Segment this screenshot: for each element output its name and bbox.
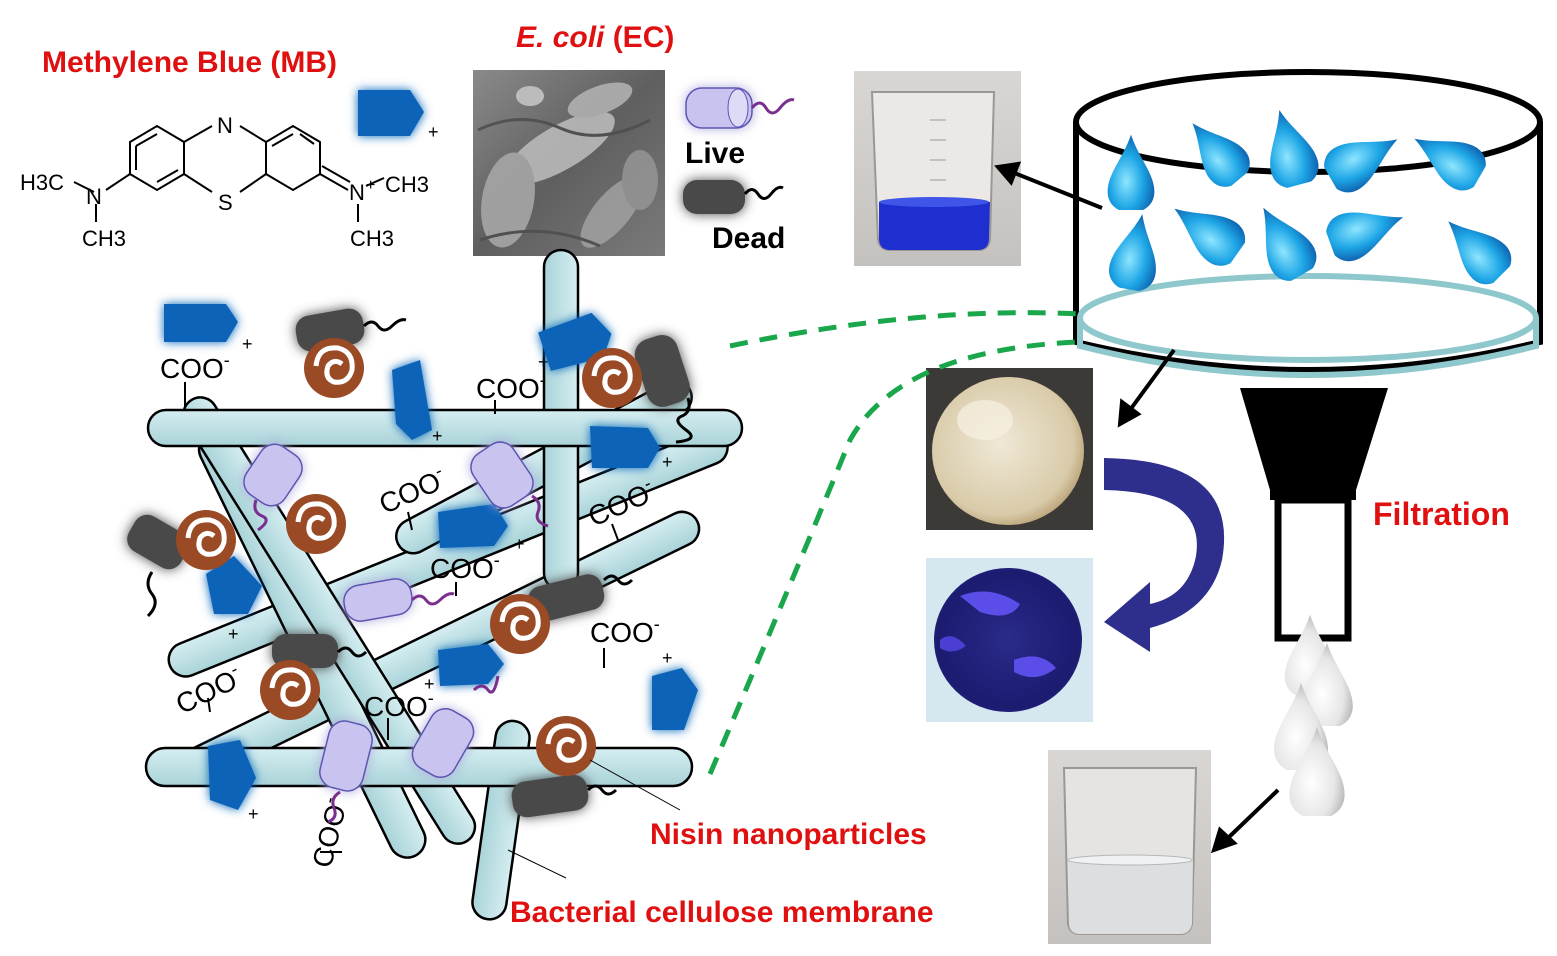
arrow-to-membrane bbox=[1128, 348, 1176, 412]
ecoli-italic-name: E. coli bbox=[516, 21, 605, 54]
ecoli-title: E. coli (EC) bbox=[516, 21, 674, 54]
dead-flagella bbox=[146, 318, 693, 796]
beaker-clear-filtrate-photo bbox=[1048, 750, 1211, 944]
mb-legend-charge: + bbox=[428, 122, 439, 142]
dead-bacterium bbox=[634, 335, 690, 407]
live-bacterium bbox=[470, 441, 534, 509]
mb-adsorbed-tokens bbox=[164, 304, 698, 810]
svg-text:COO-: COO- bbox=[476, 370, 546, 404]
carboxylate-group: COO- + bbox=[364, 674, 435, 740]
dead-flagellum bbox=[743, 185, 784, 200]
live-flagellum bbox=[750, 98, 795, 115]
mb-legend-token bbox=[358, 90, 424, 136]
svg-text:+: + bbox=[228, 624, 239, 644]
carboxylate-group: COO- + bbox=[430, 534, 525, 596]
nisin-nanoparticle bbox=[286, 494, 346, 554]
membrane-photo-before bbox=[926, 368, 1093, 530]
filter-membrane-ring bbox=[1077, 273, 1539, 378]
arrows bbox=[994, 161, 1280, 854]
carboxylate-group: COO- + bbox=[590, 614, 673, 668]
dead-bacteria bbox=[127, 308, 690, 818]
mb-token bbox=[438, 644, 504, 686]
zoom-connector-upper bbox=[729, 310, 1083, 349]
color-change-arrow bbox=[1104, 458, 1225, 652]
nisin-nanoparticle bbox=[260, 660, 320, 720]
carboxylate-groups: COO- + COO- + COO- + COO- + COO- + COO- … bbox=[160, 334, 673, 871]
carboxylate-group: COO- + bbox=[248, 795, 353, 871]
left-methyl-top: H3C bbox=[20, 170, 64, 195]
live-flagella bbox=[253, 494, 549, 824]
mb-token bbox=[392, 360, 432, 440]
svg-text:+: + bbox=[242, 334, 253, 354]
live-bacterium-legend bbox=[685, 87, 753, 129]
ecoli-abbreviation: (EC) bbox=[604, 21, 674, 54]
nisin-nanoparticle bbox=[490, 594, 550, 654]
live-bacterium bbox=[411, 708, 475, 778]
dead-bacterium bbox=[127, 514, 189, 570]
ring-sulfur: S bbox=[218, 190, 233, 215]
right-iminium-charge: + bbox=[366, 177, 375, 194]
svg-text:+: + bbox=[662, 648, 673, 668]
right-methyl-top: CH3 bbox=[385, 172, 429, 197]
svg-text:COO-: COO- bbox=[364, 688, 434, 722]
dead-bacterium bbox=[272, 634, 338, 668]
dead-bacterium bbox=[511, 774, 589, 818]
zoom-connector-lower bbox=[707, 339, 1079, 775]
methylene-blue-title: Methylene Blue (MB) bbox=[42, 46, 337, 79]
live-bacterium bbox=[243, 443, 303, 507]
filtration-label: Filtration bbox=[1373, 496, 1510, 532]
svg-text:+: + bbox=[538, 352, 549, 372]
svg-text:+: + bbox=[248, 804, 259, 824]
dead-bacterium bbox=[527, 574, 605, 622]
svg-text:+: + bbox=[514, 534, 525, 554]
beaker-blue-filtrate-photo bbox=[854, 71, 1021, 266]
mb-token bbox=[652, 668, 698, 730]
live-label: Live bbox=[685, 137, 745, 170]
svg-text:+: + bbox=[424, 674, 435, 694]
mb-token bbox=[164, 304, 238, 342]
ecoli-sem-image bbox=[473, 70, 665, 256]
svg-text:COO-: COO- bbox=[430, 550, 500, 584]
label-leaders bbox=[507, 759, 681, 879]
carboxylate-group: COO- + bbox=[476, 352, 549, 414]
membrane-photo-after bbox=[926, 558, 1093, 722]
methylene-blue-structure bbox=[73, 124, 385, 222]
svg-text:COO-: COO- bbox=[303, 795, 353, 871]
dead-bacterium-legend bbox=[683, 180, 745, 214]
nisin-nanoparticle bbox=[176, 510, 236, 570]
zoom-connector-lines bbox=[707, 310, 1083, 775]
svg-text:+: + bbox=[662, 452, 673, 472]
dead-label: Dead bbox=[712, 222, 785, 255]
nisin-nanoparticle bbox=[304, 338, 364, 398]
mb-token bbox=[206, 556, 262, 614]
bacterial-cellulose-membrane-label: Bacterial cellulose membrane bbox=[510, 896, 934, 929]
arrow-to-blue-beaker bbox=[1011, 170, 1103, 210]
nisin-nanoparticles-label: Nisin nanoparticles bbox=[650, 818, 927, 851]
right-iminium-nitrogen: N bbox=[349, 180, 365, 205]
nisin-nanoparticles bbox=[176, 338, 642, 776]
right-methyl-bottom: CH3 bbox=[350, 226, 394, 251]
carboxylate-group: COO- + bbox=[160, 334, 253, 410]
mb-token bbox=[590, 426, 660, 468]
dead-bacterium bbox=[295, 308, 365, 352]
svg-text:COO-: COO- bbox=[590, 614, 660, 648]
nisin-nanoparticle bbox=[536, 716, 596, 776]
svg-text:+: + bbox=[432, 426, 443, 446]
live-bacterium bbox=[319, 720, 373, 792]
live-bacterium bbox=[343, 578, 413, 622]
left-methyl-bottom: CH3 bbox=[82, 226, 126, 251]
clear-water-droplets bbox=[1274, 614, 1353, 816]
live-bacteria bbox=[243, 441, 534, 792]
arrow-to-clear-beaker bbox=[1226, 788, 1280, 840]
ring-nitrogen: N bbox=[217, 113, 233, 138]
left-amine-nitrogen: N bbox=[86, 184, 102, 209]
mb-token bbox=[208, 740, 256, 810]
svg-text:COO-: COO- bbox=[160, 350, 230, 384]
nisin-nanoparticle bbox=[582, 348, 642, 408]
mb-token bbox=[438, 504, 508, 548]
